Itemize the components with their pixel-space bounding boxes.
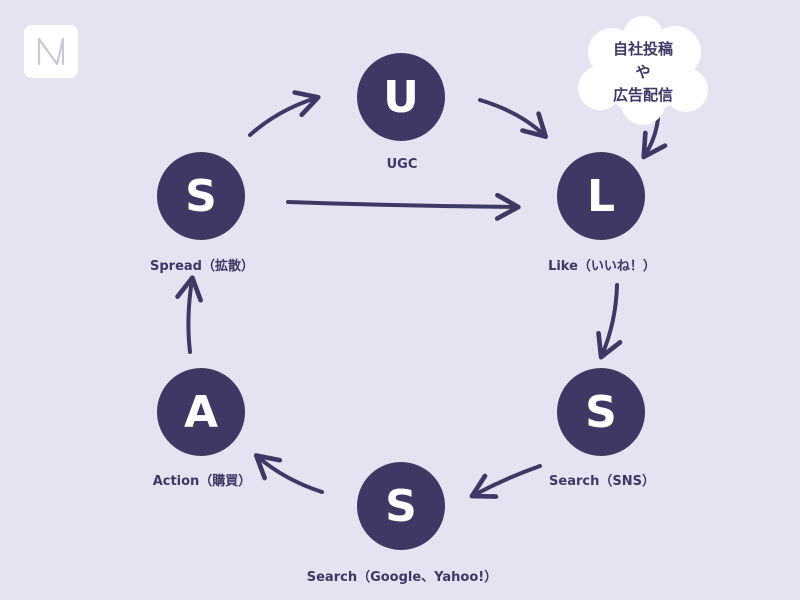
arrow-spread-to-like bbox=[286, 192, 521, 221]
bubble-line-1: 自社投稿 bbox=[612, 40, 673, 58]
node-caption-search-sns: Search（SNS） bbox=[549, 474, 655, 489]
node-spread: S bbox=[157, 152, 245, 240]
bubble-line-3: 広告配信 bbox=[612, 86, 673, 104]
node-letter: U bbox=[383, 71, 419, 123]
node-search-sns: S bbox=[557, 368, 645, 456]
node-caption-like: Like（いいね！） bbox=[548, 259, 656, 274]
node-letter: S bbox=[585, 386, 617, 438]
arrow-bubble-to-like bbox=[641, 116, 668, 160]
arrow-action-to-spread bbox=[175, 275, 203, 354]
bubble-line-2: や bbox=[635, 63, 651, 81]
node-ugc: U bbox=[357, 53, 445, 141]
arrow-spread-to-ugc bbox=[248, 90, 321, 137]
node-letter: A bbox=[183, 386, 219, 438]
arrow-like-to-search-sns bbox=[596, 283, 623, 360]
node-caption-action: Action（購買） bbox=[152, 474, 252, 489]
node-action: A bbox=[157, 368, 245, 456]
bubble-text: 自社投稿 や 広告配信 bbox=[593, 38, 693, 107]
node-caption-spread: Spread（拡散） bbox=[150, 259, 254, 274]
node-caption-ugc: UGC bbox=[386, 157, 418, 172]
brand-logo bbox=[24, 25, 78, 78]
node-caption-search-google: Search（Google、Yahoo!） bbox=[306, 570, 498, 585]
arrow-ugc-to-like bbox=[478, 98, 549, 139]
arrow-search-sns-to-search-google bbox=[469, 464, 542, 499]
node-search-google: S bbox=[357, 462, 445, 550]
node-like: L bbox=[557, 152, 645, 240]
arrow-search-google-to-action bbox=[253, 453, 324, 494]
node-letter: S bbox=[385, 480, 417, 532]
nm-monogram-icon bbox=[37, 37, 65, 66]
node-letter: L bbox=[586, 170, 616, 222]
node-letter: S bbox=[185, 170, 217, 222]
